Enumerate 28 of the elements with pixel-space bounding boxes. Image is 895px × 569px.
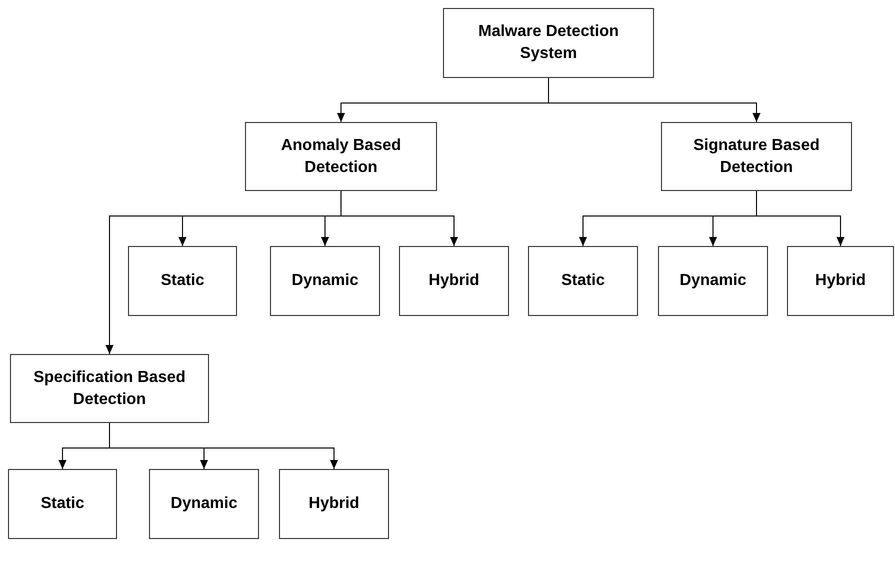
process-box xyxy=(8,469,117,539)
process-box xyxy=(10,354,209,423)
process-box xyxy=(443,8,654,78)
process-box xyxy=(528,246,638,316)
arrow xyxy=(548,78,760,122)
process-box xyxy=(149,469,259,539)
box-label: Malware Detection System xyxy=(477,22,620,64)
box-label: Hybrid xyxy=(815,271,866,291)
box-label: Dynamic xyxy=(292,271,358,291)
arrow xyxy=(109,422,338,470)
box-label: Hybrid xyxy=(308,494,360,514)
process-box xyxy=(787,246,894,316)
box-label: Anomaly Based Detection xyxy=(280,136,402,178)
box-label: Static xyxy=(160,271,204,291)
process-box xyxy=(128,246,237,316)
process-box xyxy=(270,246,380,316)
box-label: Static xyxy=(40,494,84,514)
box-label: Hybrid xyxy=(428,271,480,291)
box-label: Dynamic xyxy=(170,494,238,514)
box-label: Dynamic xyxy=(680,271,746,291)
process-box xyxy=(279,469,389,539)
process-box xyxy=(658,246,768,316)
box-label: Specification Based Detection xyxy=(32,368,187,410)
process-box xyxy=(245,122,437,191)
process-box xyxy=(661,122,852,191)
box-label: Signature Based Detection xyxy=(692,136,821,178)
box-label: Static xyxy=(561,271,605,291)
process-box xyxy=(399,246,509,316)
